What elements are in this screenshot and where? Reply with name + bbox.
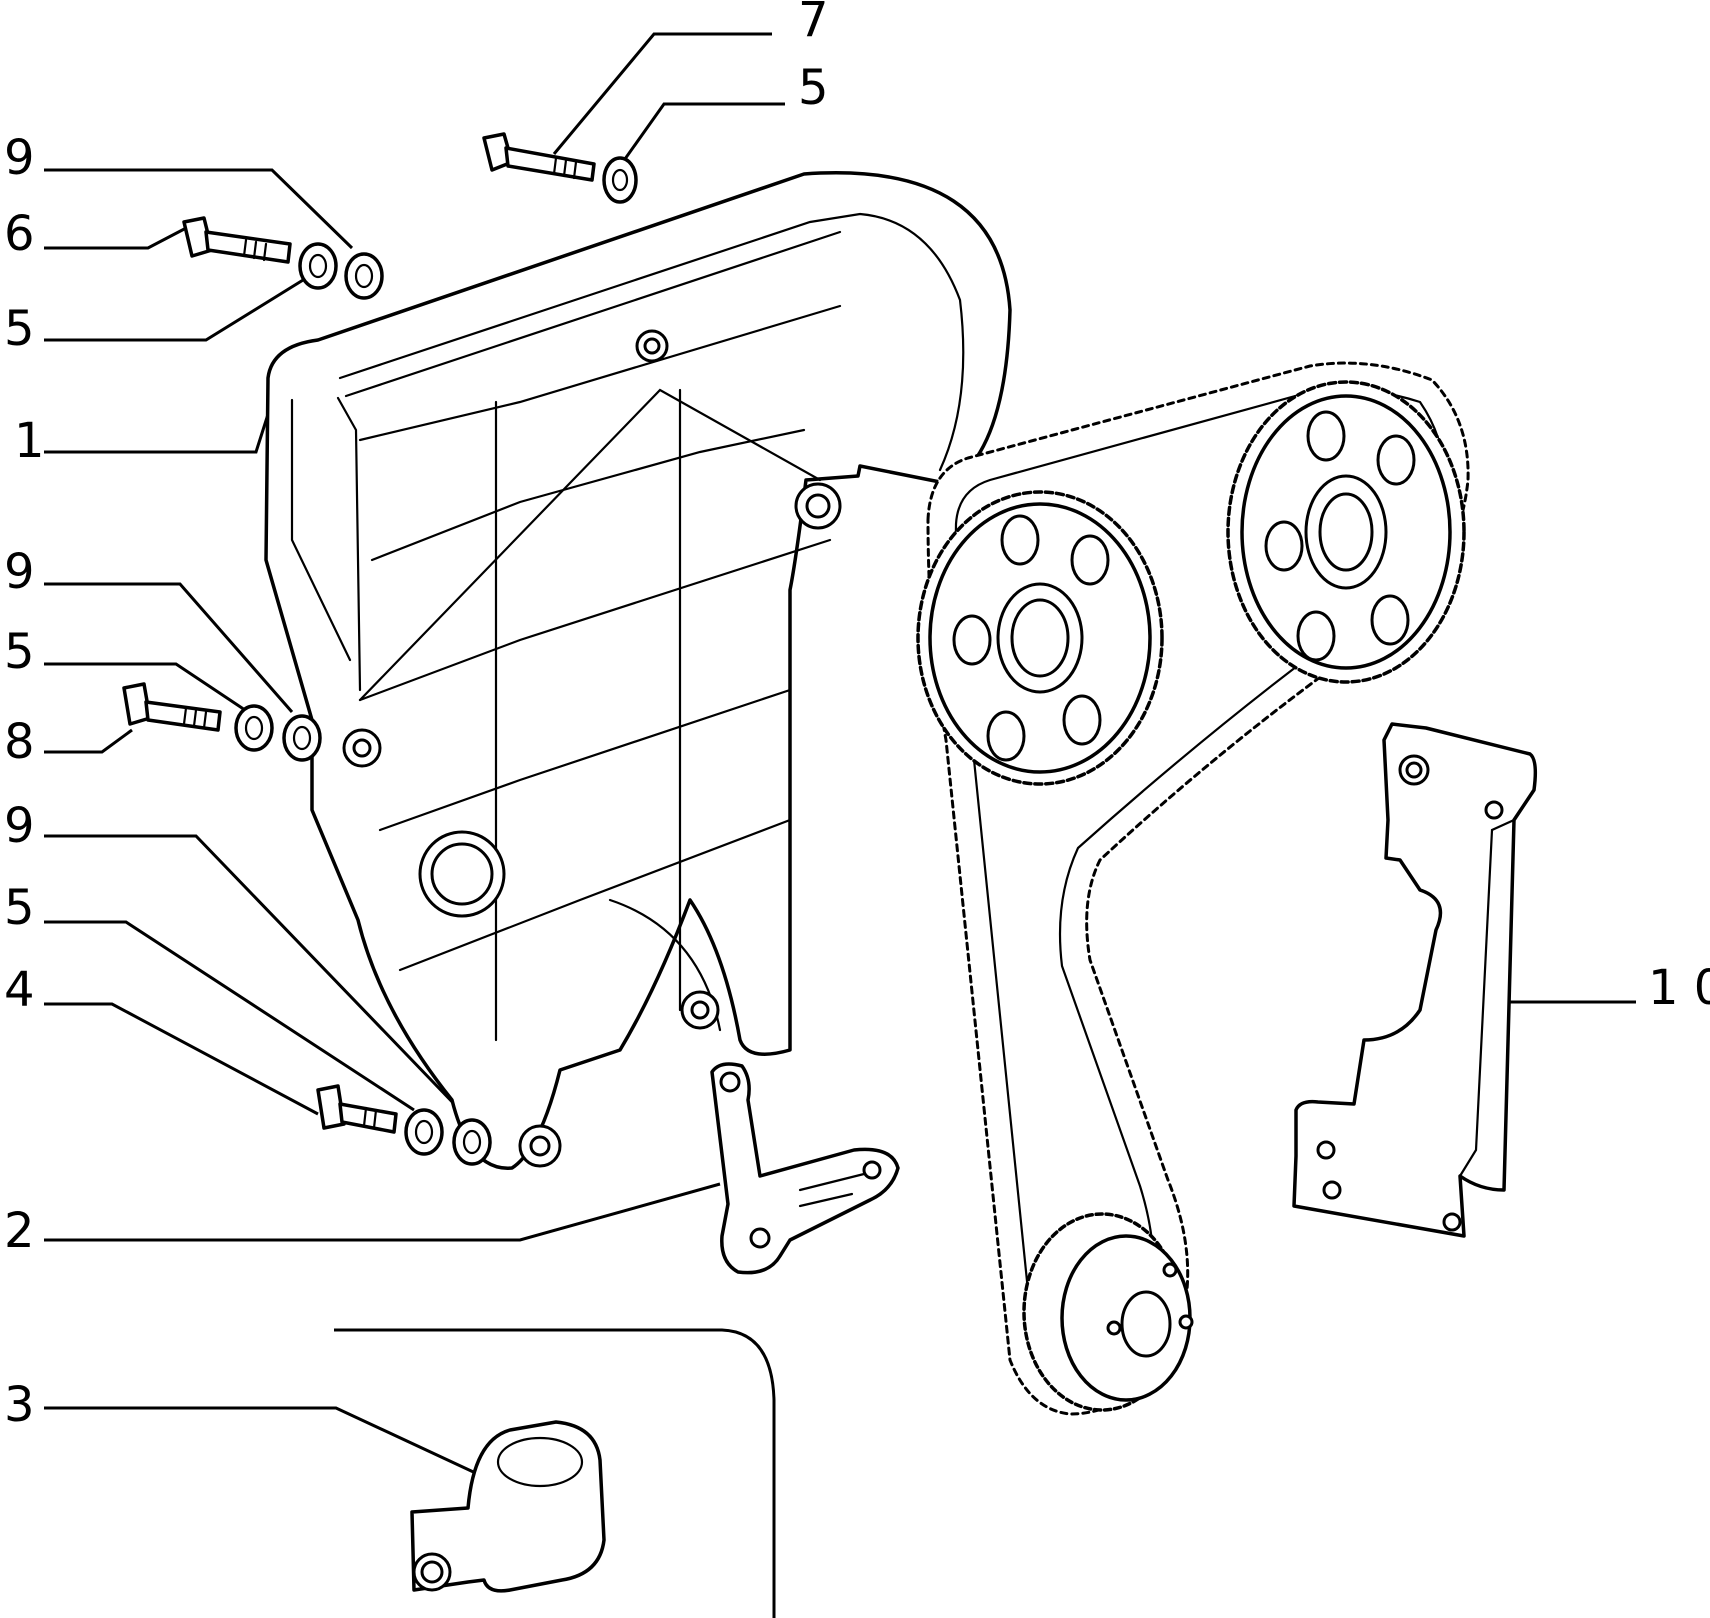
- washer-5-top: [602, 156, 638, 204]
- callout-6: 6: [4, 206, 35, 262]
- leader-4: [44, 1002, 319, 1116]
- camshaft-pulley-left: [916, 490, 1164, 786]
- camshaft-pulley-right: [1226, 380, 1466, 684]
- washer-5-b: [234, 704, 274, 752]
- callout-9-a: 9: [4, 130, 35, 186]
- leader-7: [552, 32, 772, 155]
- callout-2: 2: [4, 1203, 35, 1259]
- callout-5-c: 5: [4, 880, 35, 936]
- timing-belt-cover: [264, 171, 1012, 1170]
- callout-5-a: 5: [4, 301, 35, 357]
- washer-5-a: [298, 242, 338, 290]
- leader-9-a: [44, 168, 354, 250]
- leader-5-a: [44, 270, 317, 342]
- callout-5-b: 5: [4, 624, 35, 680]
- spacer-9-a: [344, 252, 384, 300]
- leader-8: [44, 728, 133, 754]
- leader-5-b: [44, 662, 249, 714]
- bracket-2: [710, 1062, 900, 1275]
- rear-bracket-10: [1292, 722, 1538, 1238]
- leader-9-b: [44, 582, 294, 713]
- leader-2: [44, 1182, 721, 1242]
- crankshaft-pulley: [1022, 1212, 1194, 1412]
- leader-3: [44, 1406, 483, 1478]
- washer-5-c: [404, 1108, 444, 1156]
- callout-9-b: 9: [4, 544, 35, 600]
- bolt-7: [482, 132, 596, 182]
- callout-3: 3: [4, 1377, 35, 1433]
- leader-6: [44, 224, 191, 250]
- callout-4: 4: [4, 962, 35, 1018]
- leader-lines: [44, 32, 1636, 1618]
- clip-3: [410, 1420, 606, 1593]
- spacer-9-c: [452, 1118, 492, 1166]
- section-divider-line: [334, 1328, 776, 1618]
- bolt-4: [316, 1084, 398, 1134]
- callout-1: 1: [14, 413, 45, 469]
- leader-5-top: [618, 102, 785, 167]
- callout-5-top: 5: [798, 60, 829, 116]
- leader-5-c: [44, 920, 415, 1112]
- bolt-8: [122, 682, 222, 732]
- leader-1: [44, 407, 272, 454]
- bolt-6: [182, 216, 292, 264]
- callout-9-c: 9: [4, 798, 35, 854]
- callout-8: 8: [4, 714, 35, 770]
- callout-7: 7: [798, 0, 829, 48]
- spacer-9-b: [282, 714, 322, 762]
- leader-9-c: [44, 834, 462, 1112]
- callout-10: 1 0: [1648, 960, 1710, 1016]
